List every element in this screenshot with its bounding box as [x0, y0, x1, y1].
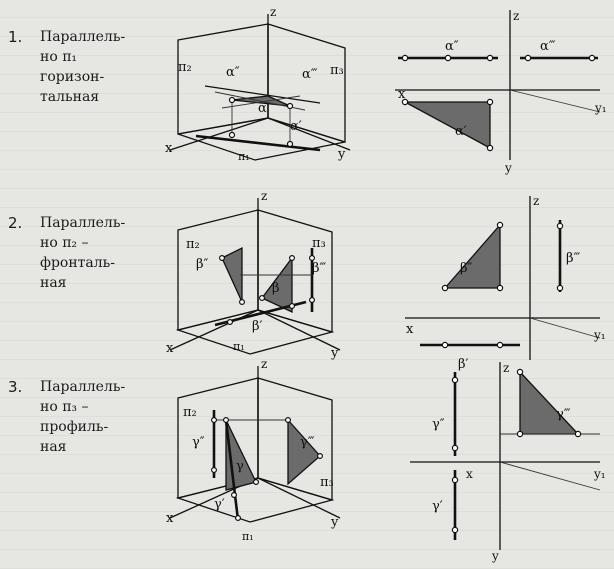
item-1-number: 1. — [8, 28, 23, 46]
row3-label-x: x — [166, 511, 174, 526]
row1-ortho-triangle-a1 — [404, 101, 491, 150]
row3-label-pi2: π₂ — [183, 405, 197, 420]
row3-ortho-label-y1: y₁ — [593, 467, 606, 481]
item-2-number: 2. — [8, 214, 23, 232]
row2-ortho-label-y1: y₁ — [593, 328, 606, 342]
item-3-line3: профиль- — [40, 419, 109, 435]
row1-label-pi3: π₃ — [330, 63, 344, 78]
item-2-line1: Параллель- — [40, 215, 126, 231]
row2-ortho-label-x: x — [406, 322, 414, 337]
diagram-3-ortho: z x y₁ y γ″ γ‴ γ′ — [410, 361, 606, 563]
row2-plane-pi2 — [177, 209, 259, 331]
row1-label-a2: α″ — [226, 65, 240, 80]
row3-label-pi1: π₁ — [242, 530, 254, 543]
row2-label-x: x — [166, 341, 174, 356]
row1-label-z: z — [270, 5, 276, 19]
row1-ortho-label-y1: y₁ — [594, 101, 607, 115]
row1-alpha1-trace — [195, 134, 321, 152]
row3-ortho-label-y: y — [491, 549, 499, 563]
item-2-line4: ная — [40, 275, 67, 291]
diagram-1-ortho: z x y₁ y α″ α‴ α′ — [395, 9, 607, 175]
item-2-line2: но π₂ – — [40, 235, 89, 251]
row3-ortho-triangle-g3 — [519, 370, 580, 435]
item-3-line1: Параллель- — [40, 379, 126, 395]
row2-ortho-label-b2: β″ — [460, 261, 473, 276]
row3-label-g: γ — [236, 459, 244, 474]
row3-label-g1: γ′ — [214, 497, 225, 512]
row3-label-g2: γ″ — [192, 435, 205, 450]
row2-ortho-label-b3: β‴ — [566, 251, 581, 266]
item-3-line2: но π₃ – — [40, 399, 89, 415]
item-1-line1: Параллель- — [40, 29, 126, 45]
item-3-number: 3. — [8, 378, 23, 396]
row3-g1-trace — [224, 419, 240, 521]
row1-ortho-label-a1: α′ — [455, 124, 467, 139]
row2-label-b1: β′ — [252, 319, 263, 334]
row1-ortho-label-y: y — [504, 161, 512, 175]
row2-label-y: y — [330, 346, 339, 361]
row1-ortho-label-a2: α″ — [445, 39, 459, 54]
item-1-line4: тальная — [40, 89, 100, 105]
row1-axis-y — [267, 117, 351, 151]
row2-label-z: z — [261, 189, 267, 203]
row2-label-pi3: π₃ — [312, 236, 326, 251]
row1-level-line — [204, 85, 321, 104]
row2-ortho-label-b1: β′ — [458, 357, 469, 372]
row3-label-z: z — [261, 357, 267, 371]
row1-label-pi1: π₁ — [238, 150, 250, 163]
row1-ortho-label-a3: α‴ — [540, 39, 556, 54]
diagram-2-3d: π₂ π₃ π₁ z x y β″ β‴ β β′ — [166, 189, 341, 361]
row3-label-g3: γ‴ — [300, 435, 315, 450]
row1-label-y: y — [337, 147, 346, 162]
row1-label-pi2: π₂ — [178, 60, 192, 75]
item-3-line4: ная — [40, 439, 67, 455]
row2-label-pi2: π₂ — [186, 237, 200, 252]
item-1-line2: но π₁ — [40, 49, 78, 65]
row1-axis-x — [169, 117, 269, 151]
row3-ortho-label-z: z — [503, 361, 509, 375]
row2-label-b2: β″ — [196, 257, 209, 272]
row3-ortho-label-g3: γ‴ — [556, 407, 571, 422]
row2-label-pi1: π₁ — [233, 340, 245, 353]
diagram-1-3d: π₂ π₃ π₁ z x y α″ α‴ α α′ — [165, 5, 351, 163]
diagram-2-ortho: z x y₁ β″ β‴ β′ — [405, 194, 606, 372]
row1-ortho-label-z: z — [513, 9, 519, 23]
row1-ortho-label-x: x — [398, 87, 406, 102]
row1-plane-pi2 — [177, 23, 269, 135]
row3-triangle-g3 — [287, 418, 321, 486]
row2-plane-pi1 — [175, 309, 335, 355]
row2-ortho-triangle-b2 — [443, 223, 501, 289]
row2-label-b: β — [272, 281, 280, 296]
row1-label-x: x — [165, 141, 173, 156]
row2-ortho-label-z: z — [533, 194, 539, 208]
row3-label-y: y — [330, 515, 339, 530]
row1-label-a: α — [258, 101, 267, 116]
item-1-line3: горизон- — [40, 69, 105, 85]
row3-ortho-label-g1: γ′ — [432, 499, 443, 514]
item-2-line3: фронталь- — [40, 255, 116, 271]
row2-label-b3: β‴ — [312, 261, 327, 276]
row1-label-a3: α‴ — [302, 67, 318, 82]
row2-triangle-b2 — [221, 246, 243, 303]
diagram-3-3d: π₂ π₃ π₁ z x y γ″ γ‴ γ γ′ — [166, 357, 341, 543]
row3-label-pi3: π₃ — [320, 475, 334, 490]
row1-plane-pi1 — [177, 117, 346, 161]
row2-triangle-b — [260, 256, 293, 314]
row1-label-a1: α′ — [290, 119, 302, 134]
row1-plane-pi3 — [267, 23, 346, 143]
row3-ortho-label-x: x — [466, 467, 473, 481]
row3-ortho-label-g2: γ″ — [432, 417, 445, 432]
